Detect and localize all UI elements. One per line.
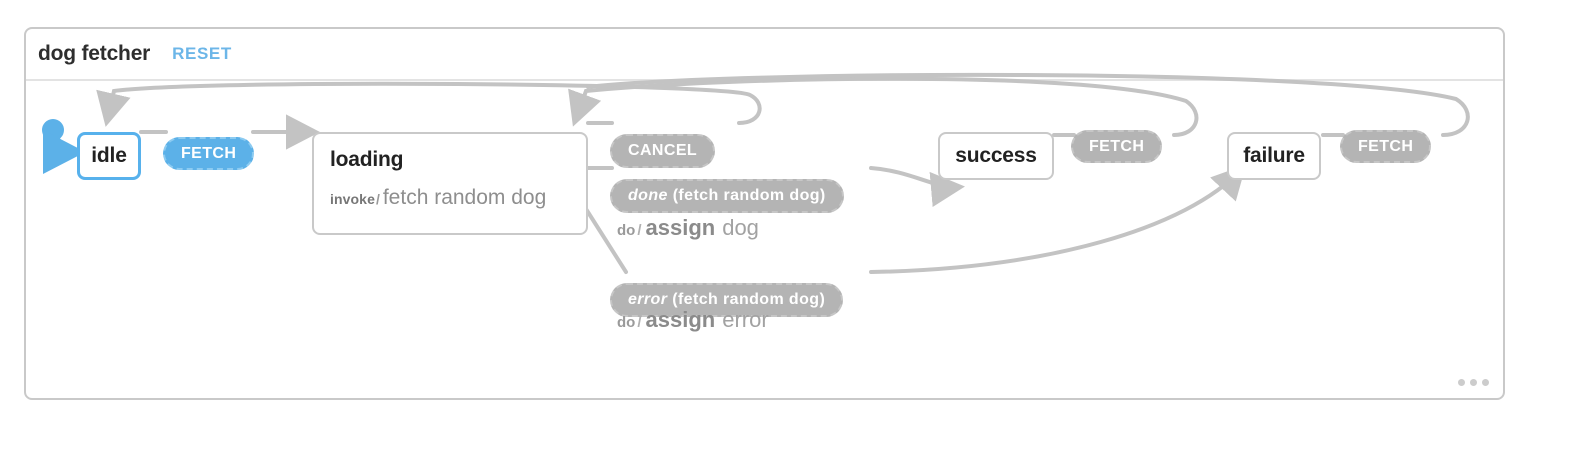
state-label-idle: idle [91,144,127,167]
reset-button[interactable]: RESET [172,44,232,63]
edge-failurefetch-to-loading [586,72,1470,137]
transition-event-done: done [628,187,668,204]
initial-arrow-icon [42,129,86,174]
ellipsis-dot-3 [1482,379,1489,386]
state-node-idle[interactable]: idle [77,132,141,180]
invoke-value: fetch random dog [382,186,547,209]
do-keyword-error: do [617,314,636,331]
transition-event-error: error [628,291,668,308]
do-slash-done: / [637,222,642,239]
invoke-keyword: invoke [330,191,375,207]
machine-panel: dog fetcher RESET [24,27,1505,400]
ellipsis-icon[interactable] [1458,379,1489,386]
transition-label-idle-fetch: FETCH [181,144,237,162]
state-label-loading: loading [330,148,404,171]
state-node-loading[interactable]: loading invoke/fetch random dog [312,132,588,235]
state-label-success: success [955,144,1037,167]
state-label-failure: failure [1243,144,1305,167]
action-label-error-assign: do / assign error [617,307,769,333]
do-slash-error: / [637,314,642,331]
ellipsis-dot-1 [1458,379,1465,386]
transition-badge-success-fetch[interactable]: FETCH [1071,130,1163,163]
edge-successfetch-to-loading [568,76,1199,137]
do-keyword-done: do [617,222,636,239]
edge-error-to-failure [869,164,1247,274]
state-invoke-line: invoke/fetch random dog [330,186,546,210]
machine-header: dog fetcher RESET [26,29,1503,81]
transition-badge-loading-error[interactable]: error (fetch random dog) [610,283,844,317]
transition-badge-loading-cancel[interactable]: CANCEL [610,134,716,168]
do-arg-error: error [722,307,769,332]
initial-state-marker [42,119,86,174]
transition-src-done: (fetch random dog) [672,187,826,204]
edge-cancel-to-idle [96,81,762,127]
transition-badge-failure-fetch[interactable]: FETCH [1340,130,1432,163]
action-label-done-assign: do / assign dog [617,215,759,241]
transition-src-error: (fetch random dog) [672,291,826,308]
edge-layer [42,72,1470,274]
transition-badge-idle-fetch[interactable]: FETCH [163,137,255,170]
page-title: dog fetcher [38,42,151,65]
initial-dot-icon [42,119,64,141]
transition-label-loading-done: done (fetch random dog) [628,187,826,205]
transition-label-success-fetch: FETCH [1089,137,1145,155]
invoke-slash: / [375,191,380,207]
transition-label-failure-fetch: FETCH [1358,137,1414,155]
do-arg-done: dog [722,215,759,240]
ellipsis-dot-2 [1470,379,1477,386]
transition-label-loading-cancel: CANCEL [628,142,698,159]
transition-label-loading-error: error (fetch random dog) [628,291,825,309]
transition-badge-loading-done[interactable]: done (fetch random dog) [610,179,844,213]
do-verb-done: assign [645,215,716,240]
do-verb-error: assign [645,307,716,332]
state-node-failure[interactable]: failure [1227,132,1321,180]
state-node-success[interactable]: success [938,132,1054,180]
